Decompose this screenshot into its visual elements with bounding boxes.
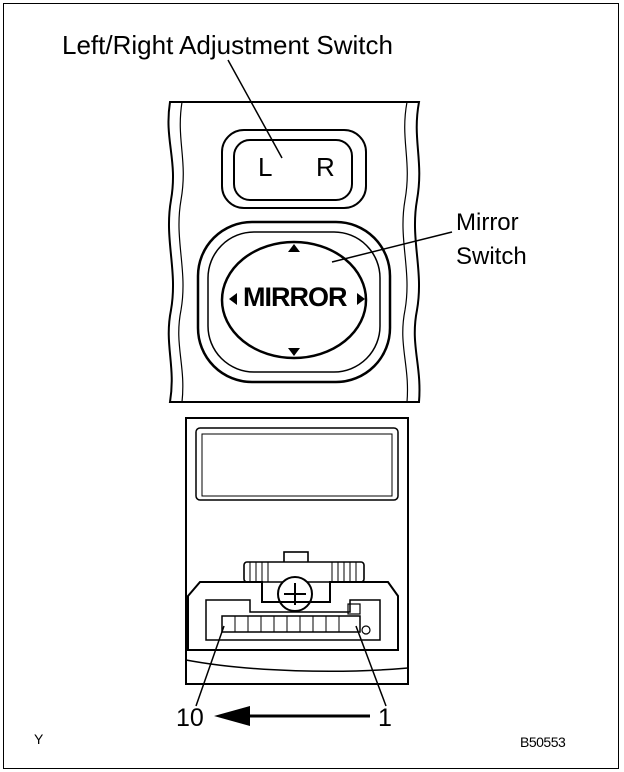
arrow-down-icon xyxy=(288,348,300,356)
left-button-label: L xyxy=(258,152,273,182)
arrow-right-icon xyxy=(357,293,365,305)
lr-switch-callout: Left/Right Adjustment Switch xyxy=(62,30,393,60)
pin-1-label: 1 xyxy=(378,704,392,732)
mirror-arrows xyxy=(229,244,365,356)
pin1-leader-line xyxy=(355,625,387,707)
mirror-switch-housing xyxy=(196,220,392,384)
arrow-left-icon xyxy=(229,293,237,305)
connector-housing xyxy=(185,417,409,685)
mirror-switch-callout: Mirror Switch xyxy=(456,206,527,274)
right-button-label: R xyxy=(316,152,335,182)
figure-code: B50553 xyxy=(520,734,566,750)
mirror-button-label: MIRROR xyxy=(243,282,347,312)
arrow-up-icon xyxy=(288,244,300,252)
mirror-callout-line2: Switch xyxy=(456,243,527,270)
mirror-leader-line xyxy=(331,231,453,263)
lr-switch-housing xyxy=(221,129,367,209)
lr-leader-line xyxy=(227,59,283,159)
mirror-callout-line1: Mirror xyxy=(456,209,519,236)
pin-10-label: 10 xyxy=(176,704,204,732)
corner-mark: Y xyxy=(34,731,44,747)
pin10-leader-line xyxy=(195,625,225,707)
direction-arrow-icon xyxy=(214,706,370,726)
